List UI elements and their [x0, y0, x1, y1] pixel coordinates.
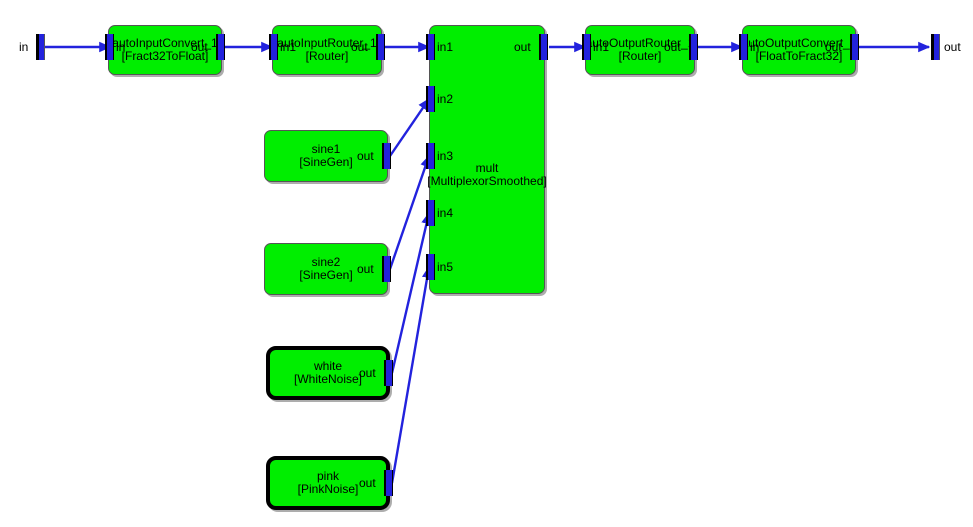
port-in-autoOutputConvert_1-in[interactable] [739, 34, 748, 60]
port-label-in-mult-in2: in2 [437, 92, 454, 106]
port-label-out-autoInputRouter_1-out: out [351, 40, 368, 54]
terminal-label-patch-out: out [944, 40, 961, 54]
port-label-out-autoOutputRouter_1-out: out [664, 40, 681, 54]
wire[interactable] [390, 211, 432, 374]
wire[interactable] [390, 265, 433, 484]
port-label-out-autoOutputConvert_1-out: out [825, 40, 842, 54]
port-label-in-mult-in4: in4 [437, 206, 454, 220]
port-label-in-autoInputConvert_1-in: in [116, 40, 126, 54]
port-label-in-autoOutputRouter_1-in1: in1 [593, 40, 610, 54]
port-out-mult-out[interactable] [539, 34, 548, 60]
port-label-in-autoOutputConvert_1-in: in [750, 40, 760, 54]
port-label-out-mult-out: out [514, 40, 531, 54]
port-in-mult-in3[interactable] [426, 143, 435, 169]
block-white[interactable] [266, 346, 390, 400]
port-label-out-sine1-out: out [357, 149, 374, 163]
block-sine2[interactable] [264, 243, 388, 295]
port-in-autoOutputRouter_1-in1[interactable] [582, 34, 591, 60]
port-in-mult-in5[interactable] [426, 254, 435, 280]
port-out-autoInputRouter_1-out[interactable] [376, 34, 385, 60]
block-mult[interactable] [429, 25, 545, 294]
port-in-mult-in2[interactable] [426, 86, 435, 112]
port-out-white-out[interactable] [384, 360, 393, 386]
port-in-autoInputConvert_1-in[interactable] [105, 34, 114, 60]
terminal-patch-out[interactable] [931, 34, 940, 60]
port-label-out-sine2-out: out [357, 262, 374, 276]
wire[interactable] [388, 154, 431, 270]
port-label-out-white-out: out [359, 366, 376, 380]
port-in-mult-in4[interactable] [426, 200, 435, 226]
port-out-pink-out[interactable] [384, 470, 393, 496]
port-out-autoInputConvert_1-out[interactable] [216, 34, 225, 60]
block-sine1[interactable] [264, 130, 388, 182]
port-label-in-mult-in1: in1 [437, 40, 454, 54]
port-label-in-autoInputRouter_1-in1: in1 [280, 40, 297, 54]
port-in-mult-in1[interactable] [426, 34, 435, 60]
port-out-sine1-out[interactable] [382, 143, 391, 169]
block-pink[interactable] [266, 456, 390, 510]
port-in-autoInputRouter_1-in1[interactable] [269, 34, 278, 60]
port-out-autoOutputConvert_1-out[interactable] [850, 34, 859, 60]
port-out-autoOutputRouter_1-out[interactable] [689, 34, 698, 60]
port-label-out-autoInputConvert_1-out: out [191, 40, 208, 54]
port-out-sine2-out[interactable] [382, 256, 391, 282]
terminal-patch-in[interactable] [36, 34, 45, 60]
wire[interactable] [389, 98, 430, 157]
port-label-out-pink-out: out [359, 476, 376, 490]
terminal-label-patch-in: in [19, 40, 29, 54]
port-label-in-mult-in3: in3 [437, 149, 454, 163]
port-label-in-mult-in5: in5 [437, 260, 454, 274]
